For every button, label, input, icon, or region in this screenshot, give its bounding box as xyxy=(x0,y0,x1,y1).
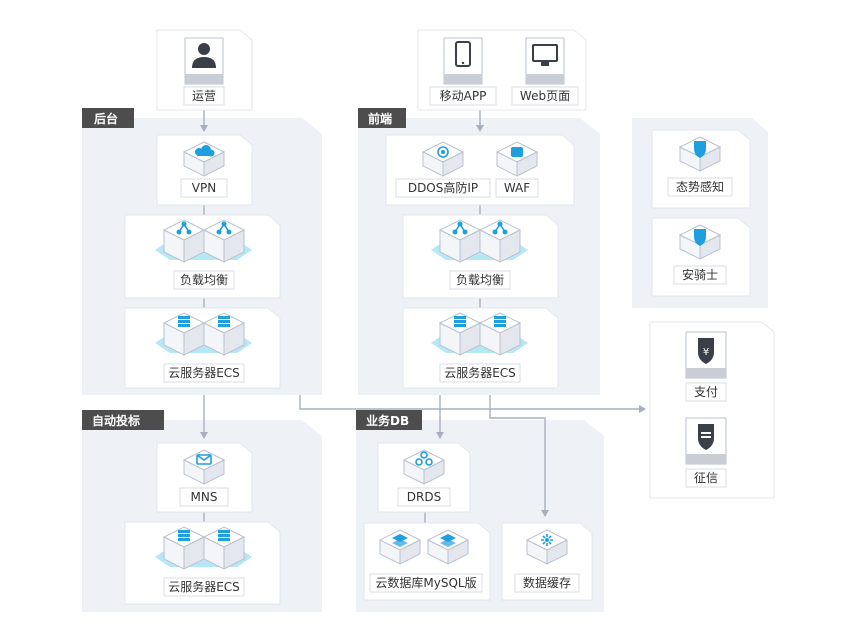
anqishi-node[interactable]: 安骑士 xyxy=(651,217,751,297)
payment-node[interactable]: ¥ 支付 xyxy=(685,331,727,402)
payment-label: 支付 xyxy=(694,385,718,399)
connectors xyxy=(200,110,646,523)
credit-label: 征信 xyxy=(694,471,718,485)
svg-text:¥: ¥ xyxy=(703,347,709,358)
waf-icon xyxy=(495,141,539,177)
ops-node[interactable]: 运营 xyxy=(156,29,253,111)
drds-label: DRDS xyxy=(407,490,441,504)
rds-mysql-node[interactable]: 云数据库MySQL版 xyxy=(363,522,491,601)
connector-to-cache xyxy=(489,395,549,517)
cache-icon xyxy=(525,529,569,565)
anqishi-icon xyxy=(678,224,722,260)
ecs-auto-label: 云服务器ECS xyxy=(168,579,240,594)
mns-label: MNS xyxy=(191,490,218,504)
mns-icon xyxy=(182,449,226,485)
situation-awareness-icon xyxy=(678,136,722,172)
credit-shield-icon xyxy=(685,417,727,465)
server-icon xyxy=(202,526,246,570)
cache-label: 数据缓存 xyxy=(523,575,571,590)
vpn-cloud-icon xyxy=(182,141,226,177)
ecs-back-node[interactable]: 云服务器ECS xyxy=(124,307,281,389)
ecs-front-node[interactable]: 云服务器ECS xyxy=(402,307,559,389)
ecs-front-label: 云服务器ECS xyxy=(444,365,516,380)
monitor-icon xyxy=(525,37,565,85)
database-icon xyxy=(378,529,422,565)
user-icon xyxy=(184,37,224,85)
zone-backend-title: 后台 xyxy=(94,111,118,126)
yuan-shield-icon: ¥ xyxy=(685,331,727,379)
payment-credit-card: ¥ 支付 征信 xyxy=(649,321,775,499)
mobile-phone-icon xyxy=(443,37,483,85)
rds-mysql-label: 云数据库MySQL版 xyxy=(375,575,476,590)
server-icon xyxy=(478,312,522,356)
cache-node[interactable]: 数据缓存 xyxy=(501,522,593,601)
situation-awareness-node[interactable]: 态势感知 xyxy=(651,129,751,209)
slb-back-label: 负载均衡 xyxy=(180,273,228,287)
server-icon xyxy=(162,526,206,570)
ecs-auto-node[interactable]: 云服务器ECS xyxy=(124,521,281,605)
clients-node[interactable]: 移动APP Web页面 xyxy=(417,29,587,111)
ddos-label: DDOS高防IP xyxy=(408,180,478,195)
situation-awareness-label: 态势感知 xyxy=(676,179,724,194)
mns-node[interactable]: MNS xyxy=(156,442,253,513)
credit-node[interactable]: 征信 xyxy=(685,417,727,488)
load-balancer-icon xyxy=(202,219,246,263)
database-icon xyxy=(426,529,470,565)
zone-business-db-title: 业务DB xyxy=(366,413,409,428)
zone-frontend-title: 前端 xyxy=(368,111,392,126)
server-icon xyxy=(162,312,206,356)
slb-back-node[interactable]: 负载均衡 xyxy=(124,214,281,299)
ddos-waf-node[interactable]: DDOS高防IP WAF xyxy=(385,134,575,206)
load-balancer-icon xyxy=(478,219,522,263)
connector-to-payment xyxy=(299,395,646,413)
drds-icon xyxy=(402,449,446,485)
mobile-app-label: 移动APP xyxy=(440,89,487,103)
ecs-back-label: 云服务器ECS xyxy=(168,365,240,380)
slb-front-node[interactable]: 负载均衡 xyxy=(402,214,559,299)
drds-node[interactable]: DRDS xyxy=(377,442,471,513)
vpn-node[interactable]: VPN xyxy=(156,134,253,206)
load-balancer-icon xyxy=(438,219,482,263)
zone-auto-bid-title: 自动投标 xyxy=(92,413,140,428)
web-page-label: Web页面 xyxy=(520,89,570,103)
waf-label: WAF xyxy=(504,181,530,195)
vpn-label: VPN xyxy=(192,181,216,195)
slb-front-label: 负载均衡 xyxy=(456,273,504,287)
ddos-shield-icon xyxy=(421,141,465,177)
load-balancer-icon xyxy=(162,219,206,263)
server-icon xyxy=(202,312,246,356)
server-icon xyxy=(438,312,482,356)
ops-label: 运营 xyxy=(192,89,216,103)
anqishi-label: 安骑士 xyxy=(682,267,718,282)
